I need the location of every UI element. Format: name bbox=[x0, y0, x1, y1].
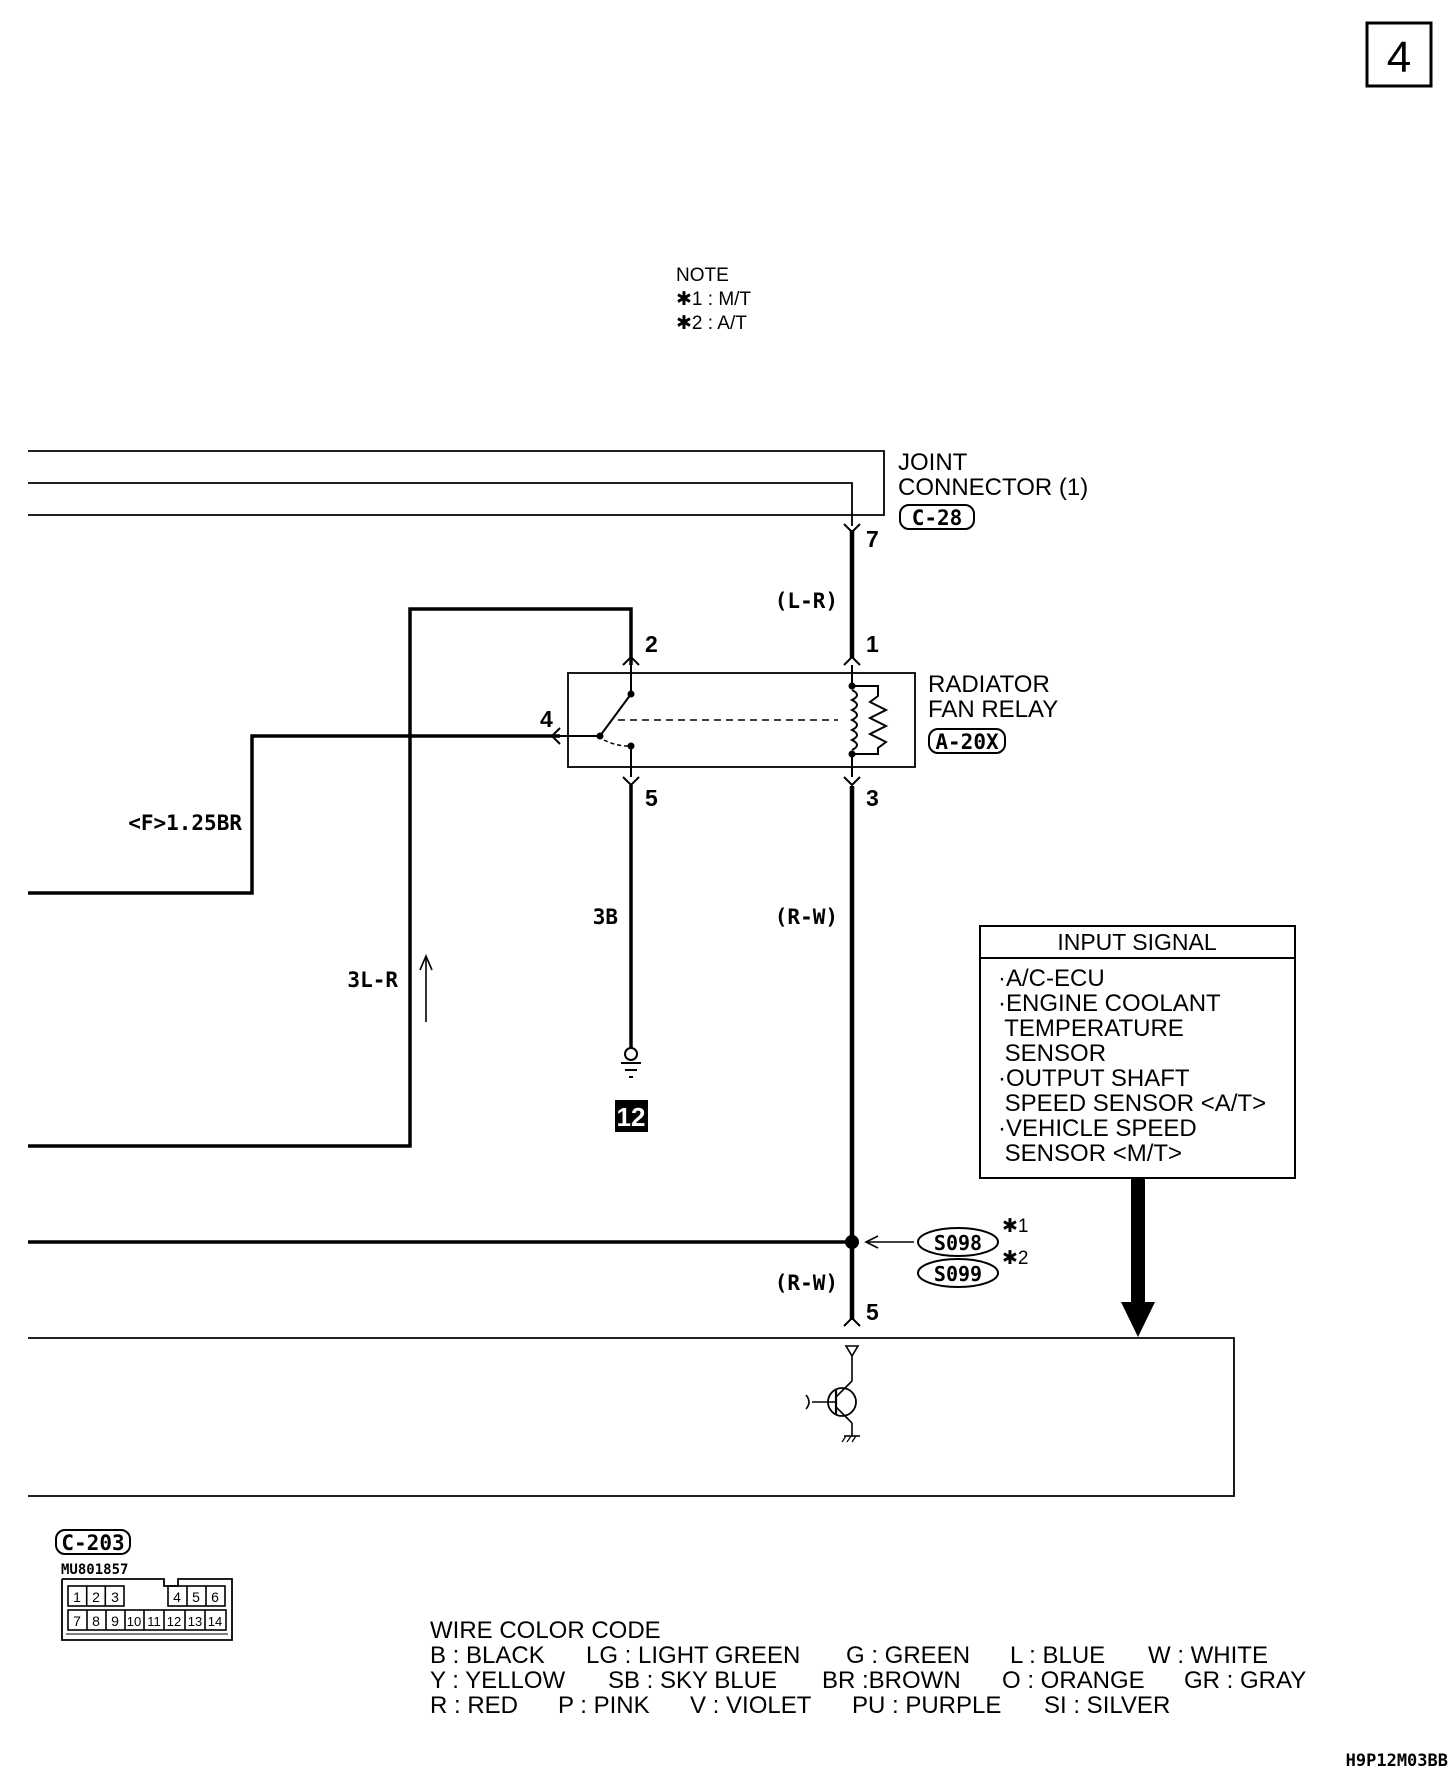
c203-pin-6: 6 bbox=[211, 1589, 219, 1605]
wire-3l-r-path bbox=[28, 607, 633, 1148]
relay-code-badge bbox=[928, 728, 1006, 754]
relay-code: A-20X bbox=[935, 730, 999, 754]
ground-wire bbox=[621, 785, 641, 1078]
wcc-si: SI : SILVER bbox=[1044, 1692, 1170, 1719]
note-block: NOTE ✱1 : M/T ✱2 : A/T bbox=[676, 265, 751, 334]
wcc-sb: SB : SKY BLUE bbox=[608, 1667, 777, 1694]
wcc-br: BR :BROWN bbox=[822, 1667, 961, 1694]
wcc-lg: LG : LIGHT GREEN bbox=[586, 1642, 800, 1669]
c203-pin-12: 12 bbox=[167, 1614, 181, 1629]
page-number: 4 bbox=[1387, 33, 1411, 82]
joint-connector-label: JOINT CONNECTOR (1) C-28 bbox=[898, 449, 1088, 530]
pin-7-label: 7 bbox=[866, 526, 879, 552]
c203-pin-14: 14 bbox=[208, 1614, 222, 1629]
wire-br-path bbox=[28, 734, 560, 895]
input-signal-line-4: SENSOR bbox=[998, 1040, 1106, 1067]
pin-labels: 7 1 2 4 5 3 5 bbox=[540, 526, 879, 1325]
relay-label-line1: RADIATOR bbox=[928, 671, 1050, 698]
joint-connector-line2: CONNECTOR (1) bbox=[898, 474, 1088, 501]
note-line-2: ✱2 : A/T bbox=[676, 313, 747, 334]
wcc-w: W : WHITE bbox=[1148, 1642, 1268, 1669]
wire-r-w-upper: (R-W) bbox=[775, 905, 838, 929]
joint-connector-code: C-28 bbox=[912, 506, 963, 530]
input-signal-line-5: ·OUTPUT SHAFT bbox=[998, 1065, 1190, 1092]
wire-3l-r: 3L-R bbox=[347, 968, 398, 992]
wcc-b: B : BLACK bbox=[430, 1642, 545, 1669]
figure-id: H9P12M03BB bbox=[1346, 1751, 1448, 1771]
wcc-o: O : ORANGE bbox=[1002, 1667, 1145, 1694]
wire-labels: (L-R) (R-W) (R-W) 3B 3L-R <F>1.25BR bbox=[128, 589, 838, 1295]
splice-s099: S099 bbox=[934, 1262, 982, 1286]
wire-1-25br: <F>1.25BR bbox=[128, 811, 242, 835]
ground-number: 12 bbox=[617, 1102, 646, 1132]
input-signal-line-1: ·A/C-ECU bbox=[998, 965, 1105, 992]
note-line-1: ✱1 : M/T bbox=[676, 289, 751, 310]
splice-s099-note: ✱2 bbox=[1002, 1248, 1029, 1269]
c203-pin-3: 3 bbox=[111, 1589, 119, 1605]
wcc-l: L : BLUE bbox=[1010, 1642, 1105, 1669]
c203-pin-5: 5 bbox=[192, 1589, 200, 1605]
c203-pin-4: 4 bbox=[173, 1589, 181, 1605]
splice-labels: S098 ✱1 S099 ✱2 bbox=[917, 1216, 1029, 1288]
joint-connector-lines bbox=[28, 450, 885, 526]
c203-code-badge bbox=[55, 1529, 131, 1555]
relay-pin-3: 3 bbox=[866, 785, 879, 811]
c203-pin-11: 11 bbox=[147, 1614, 161, 1629]
input-signal-line-6: SPEED SENSOR <A/T> bbox=[998, 1090, 1266, 1117]
c203-pin-10: 10 bbox=[127, 1614, 141, 1629]
input-signal-line-3: TEMPERATURE bbox=[998, 1015, 1184, 1042]
joint-connector-code-badge bbox=[899, 504, 975, 530]
relay-pin-2: 2 bbox=[645, 631, 658, 657]
wcc-v: V : VIOLET bbox=[690, 1692, 812, 1719]
wcc-pu: PU : PURPLE bbox=[852, 1692, 1001, 1719]
wcc-gr: GR : GRAY bbox=[1184, 1667, 1306, 1694]
wcc-r: R : RED bbox=[430, 1692, 518, 1719]
ground-point-badge: 12 bbox=[615, 1100, 648, 1132]
wire-3b: 3B bbox=[593, 905, 618, 929]
wire-l-r: (L-R) bbox=[775, 589, 838, 613]
wire-color-code-legend: WIRE COLOR CODE B : BLACK LG : LIGHT GRE… bbox=[430, 1617, 1306, 1719]
input-signal-title: INPUT SIGNAL bbox=[1057, 929, 1217, 955]
c203-pin-1: 1 bbox=[73, 1589, 81, 1605]
input-signal-line-8: SENSOR <M/T> bbox=[998, 1140, 1182, 1167]
radiator-fan-relay bbox=[560, 665, 916, 777]
c203-pin-8: 8 bbox=[92, 1613, 100, 1629]
note-title: NOTE bbox=[676, 265, 729, 286]
input-signal-line-7: ·VEHICLE SPEED bbox=[998, 1115, 1197, 1142]
input-signal-box: INPUT SIGNAL ·A/C-ECU ·ENGINE COOLANT TE… bbox=[979, 925, 1296, 1179]
wcc-g: G : GREEN bbox=[846, 1642, 970, 1669]
wire-color-code-title: WIRE COLOR CODE bbox=[430, 1617, 661, 1644]
wcc-y: Y : YELLOW bbox=[430, 1667, 566, 1694]
input-signal-arrow bbox=[1121, 1178, 1155, 1337]
splice-s099-badge bbox=[917, 1258, 999, 1288]
c203-pin-13: 13 bbox=[188, 1614, 202, 1629]
joint-connector-line1: JOINT bbox=[898, 449, 968, 476]
ecu-box bbox=[28, 1337, 1235, 1497]
splice-junction bbox=[28, 1235, 914, 1249]
wire-r-w-lower: (R-W) bbox=[775, 1271, 838, 1295]
splice-s098: S098 bbox=[934, 1231, 982, 1255]
ecu-pin-5: 5 bbox=[866, 1299, 879, 1325]
relay-label-line2: FAN RELAY bbox=[928, 696, 1058, 723]
page-number-box: 4 bbox=[1365, 21, 1433, 88]
connector-c203: C-203 MU801857 1 2 3 4 5 6 7 8 9 10 11 1… bbox=[55, 1529, 233, 1641]
splice-s098-badge bbox=[917, 1227, 999, 1257]
c203-part: MU801857 bbox=[61, 1562, 128, 1578]
input-signal-line-2: ·ENGINE COOLANT bbox=[998, 990, 1221, 1017]
relay-pin-1: 1 bbox=[866, 631, 879, 657]
relay-pin-5: 5 bbox=[645, 785, 658, 811]
wcc-p: P : PINK bbox=[558, 1692, 650, 1719]
c203-pin-2: 2 bbox=[92, 1589, 100, 1605]
c203-pin-9: 9 bbox=[111, 1613, 119, 1629]
splice-s098-note: ✱1 bbox=[1002, 1216, 1029, 1237]
relay-label: RADIATOR FAN RELAY A-20X bbox=[928, 671, 1058, 754]
c203-code: C-203 bbox=[61, 1531, 124, 1555]
relay-pin-4: 4 bbox=[540, 706, 553, 732]
c203-pin-7: 7 bbox=[73, 1613, 81, 1629]
